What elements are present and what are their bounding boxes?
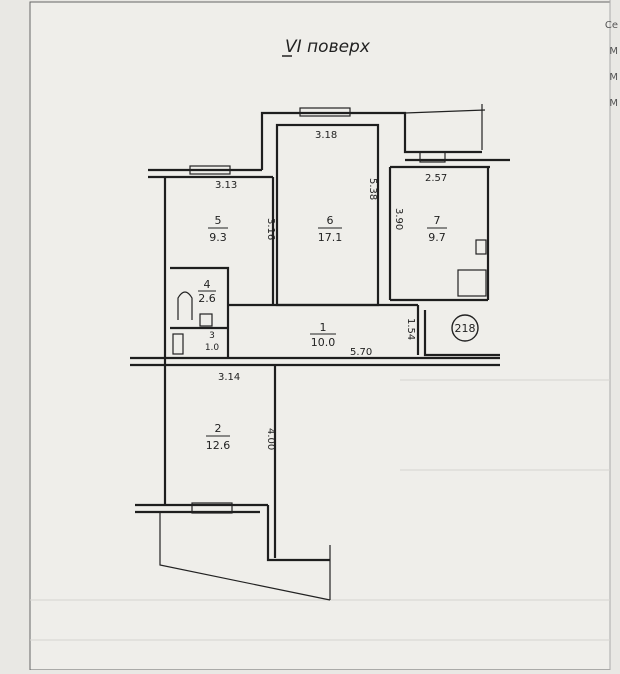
dimensions: 3.18 3.13 2.57 3.16 5.38 3.90 1.54 5.70 …: [215, 130, 447, 450]
edge-fragment: М: [609, 72, 618, 83]
dim-570: 5.70: [350, 347, 372, 358]
dim-154: 1.54: [405, 318, 416, 340]
room-labels: 5 9.3 6 17.1 7 9.7 4 2.6 3 1.0 1 10.0 2 …: [198, 214, 447, 452]
room-1-area: 10.0: [311, 336, 336, 349]
room-6-number: 6: [327, 214, 334, 227]
room-2-area: 12.6: [206, 439, 231, 452]
dim-316: 3.16: [265, 218, 276, 240]
room-4-number: 4: [204, 278, 211, 291]
dim-318: 3.18: [315, 130, 337, 141]
room-5-number: 5: [215, 214, 222, 227]
room-5-area: 9.3: [209, 231, 227, 244]
dim-257: 2.57: [425, 173, 447, 184]
dim-314: 3.14: [218, 372, 240, 383]
dim-313: 3.13: [215, 180, 237, 191]
walls: [130, 104, 510, 601]
room-7-area: 9.7: [428, 231, 446, 244]
edge-fragment: М: [609, 46, 618, 57]
apartment-marker: 218: [451, 314, 479, 342]
room-1-number: 1: [320, 321, 327, 334]
dim-390: 3.90: [393, 208, 404, 230]
room-3-area: 1.0: [205, 343, 220, 353]
room-4-area: 2.6: [198, 292, 216, 305]
dim-538: 5.38: [367, 178, 378, 200]
floor-title: VI поверх: [285, 37, 371, 57]
dim-400: 4.00: [265, 428, 276, 450]
room-6-area: 17.1: [318, 231, 343, 244]
edge-fragment: М: [609, 98, 618, 109]
room-3-number: 3: [209, 331, 215, 341]
room-7-number: 7: [434, 214, 441, 227]
apartment-number: 218: [455, 322, 476, 335]
room-2-number: 2: [215, 422, 222, 435]
edge-fragment: Се: [604, 20, 618, 31]
